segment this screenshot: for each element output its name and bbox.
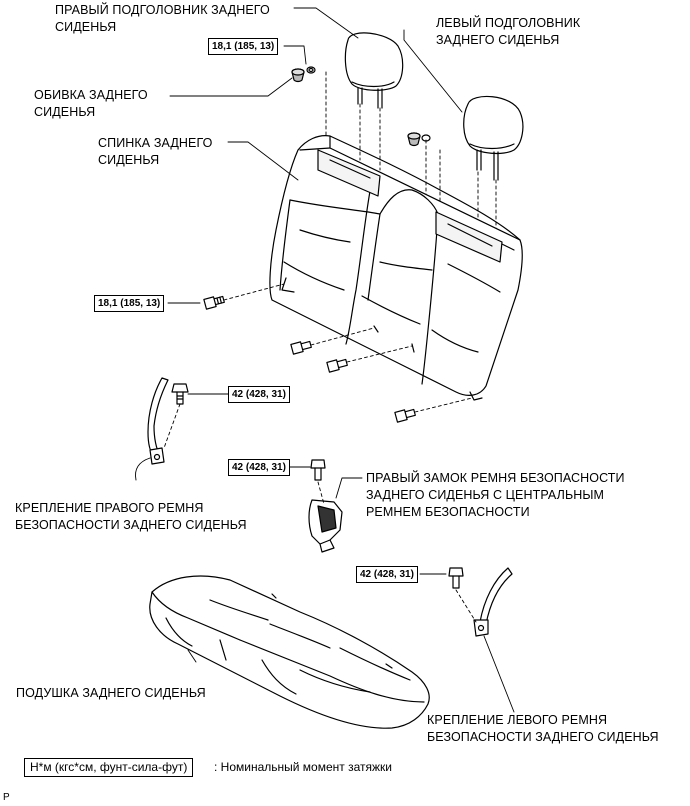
right-belt-anchor-label: КРЕПЛЕНИЕ ПРАВОГО РЕМНЯ БЕЗОПАСНОСТИ ЗАД… [15,501,247,532]
left-headrest-part [463,95,524,181]
left-headrest-label: ЛЕВЫЙ ПОДГОЛОВНИК ЗАДНЕГО СИДЕНЬЯ [436,16,581,47]
headrest-support-left [407,132,431,147]
torque-seatback-bolt: 18,1 (185, 13) [94,295,165,312]
right-headrest-part [344,32,404,109]
cushion-label: ПОДУШКА ЗАДНЕГО СИДЕНЬЯ [16,686,206,700]
rear-seatback-part [269,135,523,401]
headrest-support-right [291,66,316,83]
torque-unit-legend-box: Н*м (кгс*см, фунт-сила-фут) [24,758,194,777]
left-anchor-guide [455,589,477,623]
bolt-guide-lines [223,283,473,413]
seatback-label: СПИНКА ЗАДНЕГО СИДЕНЬЯ [98,136,213,167]
rear-cushion-part [149,575,430,729]
torque-buckle-bolt: 42 (428, 31) [228,459,290,476]
torque-right-anchor-bolt: 42 (428, 31) [228,386,290,403]
right-headrest-label: ПРАВЫЙ ПОДГОЛОВНИК ЗАДНЕГО СИДЕНЬЯ [55,3,270,34]
torque-left-anchor-bolt: 42 (428, 31) [356,566,418,583]
seatback-bolts [203,295,416,423]
figure-code: P [3,792,10,803]
seat-trim-label: ОБИВКА ЗАДНЕГО СИДЕНЬЯ [34,88,148,119]
right-buckle-part [308,459,343,553]
torque-headrest-area: 18,1 (185, 13) [208,38,279,55]
leader-lines [135,7,515,713]
right-buckle-label: ПРАВЫЙ ЗАМОК РЕМНЯ БЕЗОПАСНОСТИ ЗАДНЕГО … [366,471,625,519]
right-anchor-guide [163,403,181,449]
torque-legend-description: : Номинальный момент затяжки [214,760,392,774]
left-belt-anchor-part [448,567,513,637]
left-belt-anchor-label: КРЕПЛЕНИЕ ЛЕВОГО РЕМНЯ БЕЗОПАСНОСТИ ЗАДН… [427,713,659,744]
buckle-guide [317,481,325,505]
right-belt-anchor-part [147,377,189,465]
